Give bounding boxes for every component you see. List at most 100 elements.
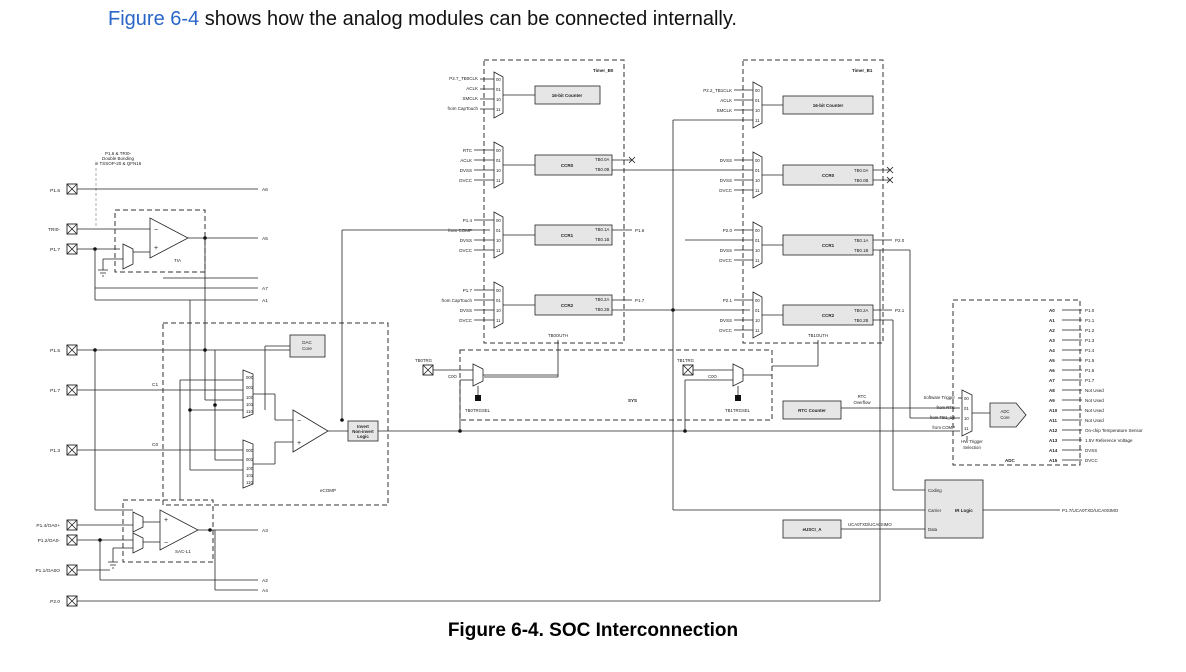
svg-text:A0: A0 — [1049, 308, 1055, 313]
mux-lower-code-2: 100 — [246, 466, 254, 471]
adc-trig-0: Software Trigger — [923, 395, 955, 400]
svg-text:A10: A10 — [1049, 408, 1058, 413]
tb1-ccr2-in-0: P2.1 — [723, 298, 733, 303]
svg-text:A4: A4 — [1049, 348, 1055, 353]
ir-logic-block: IR Logic Coding Carrier Data P1.7/UCA0TX… — [924, 479, 1119, 539]
tb0-clk-sel-0: 00 — [496, 77, 501, 82]
tb1-ccr0: CCR0 — [822, 173, 835, 178]
tb1-ccr0-sel-1: 01 — [755, 168, 760, 173]
adc-trig-1: from RTC — [936, 405, 955, 410]
sac-label: SAC-L1 — [175, 549, 191, 554]
tb1-ccr1-sel-1: 01 — [755, 238, 760, 243]
pin-label-p14: P1.4/OA0+ — [36, 523, 60, 529]
svg-text:A14: A14 — [1049, 448, 1058, 453]
tb1-ccr2-pin: P2.1 — [895, 308, 905, 313]
tb0-clk-3: from CapTouch — [447, 106, 478, 111]
tb1-ccr1-sel-0: 00 — [755, 228, 760, 233]
tb1-ccr0-sel-3: 11 — [755, 188, 760, 193]
tb1-ccr0-out-b: TB0.0B — [854, 178, 868, 183]
tb1-clk-1: ACLK — [720, 98, 732, 103]
mux-upper-code-0: 000 — [246, 375, 254, 380]
analog-a7a: A7 — [262, 286, 268, 292]
invert-logic-line3: Logic — [357, 434, 369, 439]
mux-upper-code-1: 001 — [246, 385, 254, 390]
svg-text:P1.0: P1.0 — [1085, 308, 1095, 313]
tb1-ccr0-in-2: DVSS — [720, 178, 732, 183]
tb1-ccr2-sel-1: 01 — [755, 308, 760, 313]
tb0-ccr2-sel-2: 10 — [496, 308, 501, 313]
tb1-ccr1-in-3: DVCC — [719, 258, 733, 263]
tb1-clk-sel-1: 01 — [755, 98, 760, 103]
svg-text:A9: A9 — [1049, 398, 1055, 403]
analog-a1: A1 — [262, 298, 268, 304]
tb1-clk-0: P2.2_TB1CLK — [703, 88, 732, 93]
tb0-clk-1: ACLK — [466, 86, 478, 91]
ir-output-pin: P1.7/UCA0TXD/UCA0SIMO — [1062, 508, 1119, 513]
adc-sel-3: 11 — [964, 426, 969, 431]
svg-text:A6: A6 — [1049, 368, 1055, 373]
tb0-clk-0: P2.7_TB0CLK — [449, 76, 478, 81]
tb1-clk-sel-2: 10 — [755, 108, 760, 113]
svg-text:A5: A5 — [1049, 358, 1055, 363]
adc-sel-2: 10 — [964, 416, 969, 421]
tb1-ccr1: CCR1 — [822, 243, 835, 248]
bonding-note-line2: Double Bonding — [102, 156, 135, 161]
svg-text:DVSS: DVSS — [1085, 448, 1097, 453]
tb0-ccr0-in-2: DVSS — [460, 168, 472, 173]
adc-sel-1: 01 — [964, 406, 969, 411]
mux-lower-code-1: 001 — [246, 457, 254, 462]
tb0-ccr2-pin: P1.7 — [635, 298, 645, 303]
tb1-ccr1-out-a: TB0.1A — [854, 238, 868, 243]
timer-b1-title: Timer_B1 — [852, 68, 873, 73]
mux-upper-code-3: 101 — [246, 402, 254, 407]
pin-label-p16: P1.6 — [50, 188, 60, 194]
adc-label: ADC — [1005, 458, 1015, 463]
dac-core-line1: DAC — [302, 340, 312, 345]
tia-block: − + A5 TIA — [98, 209, 268, 279]
eusci-block: eUSCI_A UCA0TXD/UCA0SIMO — [782, 519, 925, 539]
tb0-ccr2-in-0: P1.7 — [463, 288, 473, 293]
sys-block: SYS TB0TRG C0O TB0TRGSEL TB1TRG C0O TB1T… — [415, 349, 773, 421]
rtc-block: RTC Counter RTC Overflow — [782, 394, 960, 420]
bonding-note-line1: P1.6 & TRI0- — [105, 151, 131, 156]
svg-text:A12: A12 — [1049, 428, 1058, 433]
dac-core-line2: Core — [302, 346, 312, 351]
sac-plus: + — [164, 517, 168, 524]
adc-hw-trigger-line1: HW Trigger — [961, 439, 983, 444]
pin-label-p15: P1.5 — [50, 348, 60, 354]
left-pins: P1.6 & TRI0- Double Bonding in TSSOP-20 … — [48, 151, 268, 292]
adc-hw-trigger-line2: Selection — [963, 445, 981, 450]
svg-text:Not Used: Not Used — [1085, 418, 1104, 423]
tb0-ccr1-out-b: TB0.1B — [595, 237, 609, 242]
timer-b0-title: Timer_B0 — [593, 68, 614, 73]
tb0-ccr2-sel-1: 01 — [496, 298, 501, 303]
svg-text:A1: A1 — [1049, 318, 1055, 323]
tb1-ccr2-sel-3: 11 — [755, 328, 760, 333]
tb0-ccr1: CCR1 — [561, 233, 574, 238]
intro-text: shows how the analog modules can be conn… — [199, 8, 737, 30]
pin-label-p20: P2.0 — [50, 599, 60, 605]
svg-text:A15: A15 — [1049, 458, 1058, 463]
tb0-ccr2: CCR2 — [561, 303, 574, 308]
sys-c0o-a: C0O — [448, 374, 457, 379]
adc-core-line1: ADC — [1000, 409, 1009, 414]
tb1-ccr2-in-3: DVCC — [719, 328, 733, 333]
pin-label-tri0: TRI0- — [48, 227, 60, 233]
svg-text:Not Used: Not Used — [1085, 398, 1104, 403]
analog-a4: A4 — [262, 588, 268, 594]
tb0-ccr0: CCR0 — [561, 163, 574, 168]
timer-b1: Timer_B1 P2.2_TB1CLK ACLK SMCLK 00011011… — [673, 59, 960, 491]
tb1-ccr0-sel-0: 00 — [755, 158, 760, 163]
rtc-counter: RTC Counter — [798, 408, 826, 413]
eusci-signal: UCA0TXD/UCA0SIMO — [848, 522, 892, 527]
tia-label: TIA — [174, 258, 181, 263]
tb0-ccr0-in-1: ACLK — [460, 158, 472, 163]
analog-a5: A5 — [262, 236, 268, 242]
tb0-ccr1-out-a: TB0.1A — [595, 227, 609, 232]
bonding-note-line3: in TSSOP-20 & QFN16 — [95, 161, 142, 166]
svg-text:P1.5: P1.5 — [1085, 358, 1095, 363]
figure-link[interactable]: Figure 6-4 — [108, 8, 200, 30]
tb1-ccr1-pin: P2.0 — [895, 238, 905, 243]
tb1-ccr0-out-a: TB0.0A — [854, 168, 868, 173]
